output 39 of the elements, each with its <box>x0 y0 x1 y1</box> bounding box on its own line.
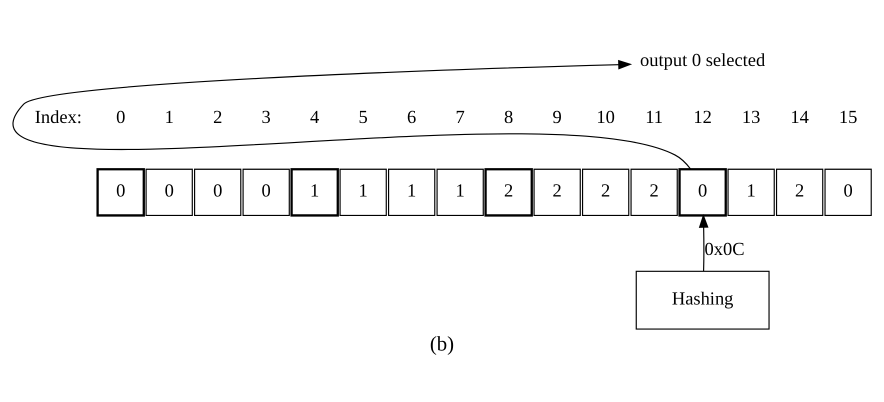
label: 2 <box>213 106 222 127</box>
label: 3 <box>262 106 271 127</box>
label: 13 <box>742 106 760 127</box>
label: Index: <box>34 106 82 127</box>
node-text: output 0 selected <box>640 50 766 70</box>
node-box: 2 <box>533 168 581 216</box>
label: 9 <box>552 106 562 127</box>
label: 1 <box>164 106 174 127</box>
node-box: 0 <box>824 168 872 216</box>
node-box: 1 <box>340 168 387 216</box>
label: 8 <box>504 106 514 127</box>
edge-label: 0x0C <box>704 238 745 259</box>
label: 12 <box>693 106 712 127</box>
label: 6 <box>407 106 416 127</box>
node-box: 1 <box>290 168 339 217</box>
arrow <box>13 60 691 170</box>
caption: (b) <box>430 332 454 356</box>
label: 14 <box>790 106 809 127</box>
node-box: Hashing <box>636 270 770 330</box>
node-box: 0 <box>194 168 242 216</box>
node-box: 1 <box>388 168 436 216</box>
node-box: 1 <box>727 168 775 216</box>
label: 10 <box>596 106 615 127</box>
label: 11 <box>645 106 664 127</box>
node-box: 2 <box>630 168 678 216</box>
node-box: 2 <box>776 168 824 216</box>
node-box: 0 <box>678 168 727 217</box>
arrow <box>698 214 709 272</box>
node-box: 0 <box>146 168 193 216</box>
label: 5 <box>358 106 368 127</box>
node-box: 0 <box>96 168 145 217</box>
node-box: 2 <box>484 168 533 217</box>
node-box: 0 <box>242 168 290 216</box>
label: 7 <box>456 106 465 127</box>
label: 4 <box>310 106 320 127</box>
label: 0 <box>116 106 126 127</box>
label: 15 <box>838 106 858 127</box>
node-box: 1 <box>436 168 484 216</box>
node-box: 2 <box>582 168 630 216</box>
